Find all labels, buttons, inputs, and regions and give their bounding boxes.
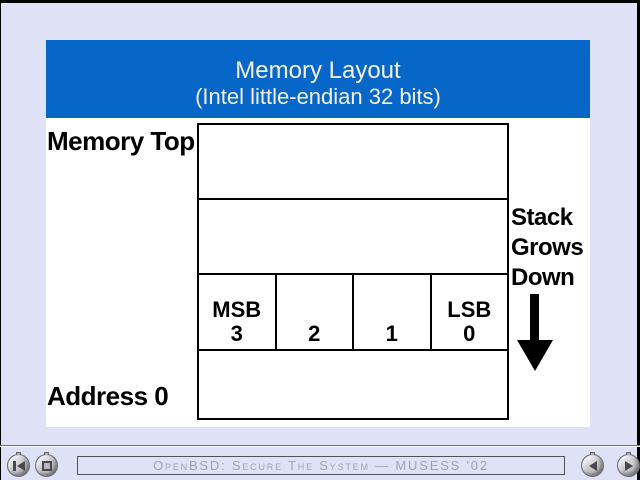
byte-number: 1 — [385, 321, 398, 346]
lsb-label: LSB — [447, 297, 492, 322]
footer-separator — [0, 445, 640, 447]
stop-button[interactable] — [35, 452, 58, 477]
byte-cell-0: LSB 0 — [429, 275, 508, 349]
window-border-top — [0, 0, 640, 3]
slide-subtitle: (Intel little-endian 32 bits) — [195, 84, 441, 109]
byte-cell-3: MSB 3 — [199, 275, 275, 349]
stack-note-line: Down — [511, 264, 575, 291]
window-border-right — [637, 0, 640, 480]
memory-row-2 — [199, 198, 507, 273]
next-slide-button[interactable] — [617, 452, 640, 477]
byte-cell-1: 1 — [352, 275, 430, 349]
stack-note-line: Stack — [511, 204, 573, 231]
byte-cell-2: 2 — [274, 275, 353, 349]
stop-icon — [41, 460, 52, 471]
previous-slide-button[interactable] — [581, 452, 604, 477]
memory-row-top — [199, 125, 507, 198]
slide-title-bar: Memory Layout (Intel little-endian 32 bi… — [46, 40, 590, 118]
byte-number: 0 — [463, 321, 476, 346]
byte-number: 2 — [308, 321, 321, 346]
memory-row-bottom — [199, 349, 507, 418]
window-border-left — [0, 0, 1, 480]
byte-row: MSB 3 2 1 LSB 0 — [199, 273, 507, 349]
stack-grows-down-note: Stack Grows Down — [511, 203, 584, 293]
skip-back-icon — [12, 460, 25, 471]
go-first-button[interactable] — [7, 452, 30, 477]
msb-label: MSB — [212, 297, 262, 322]
forward-arrow-icon — [624, 460, 633, 471]
down-arrow-head — [517, 340, 553, 371]
memory-box: MSB 3 2 1 LSB 0 — [197, 123, 509, 420]
stack-note-line: Grows — [511, 234, 584, 261]
address-zero-label: Address 0 — [47, 381, 169, 411]
back-arrow-icon — [588, 460, 597, 471]
down-arrow-icon — [530, 294, 539, 342]
slide-title: Memory Layout — [235, 57, 401, 84]
status-bar: OpenBSD: Secure The System — MUSESS '02 — [77, 456, 565, 475]
memory-top-label: Memory Top — [47, 126, 195, 156]
byte-number: 3 — [230, 321, 243, 346]
